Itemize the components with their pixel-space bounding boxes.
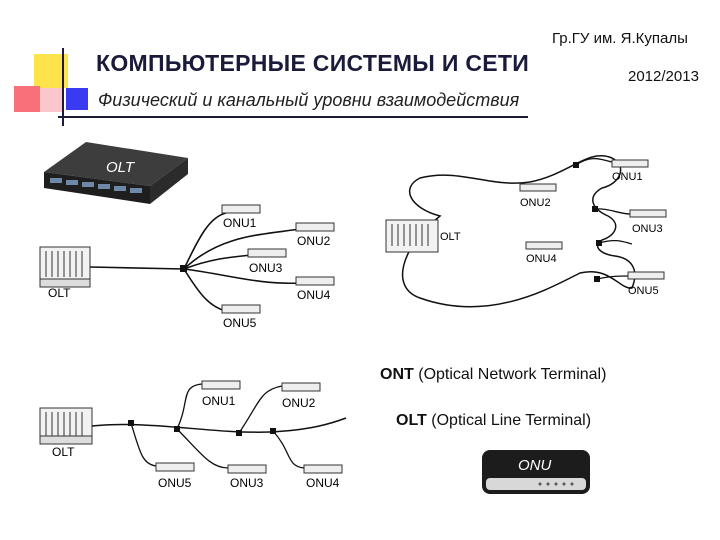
onu-icon (155, 462, 195, 472)
bus-onu-label: ONU4 (306, 476, 340, 490)
header-vertical-line (62, 48, 64, 126)
onu-icon (519, 183, 557, 192)
olt-abbr: OLT (396, 412, 427, 429)
onu-icon (611, 159, 649, 168)
olt-icon (39, 246, 91, 288)
tree-onu-label: ONU4 (297, 288, 331, 302)
onu-icon (525, 241, 563, 250)
onu-photo-label: ONU (518, 457, 552, 474)
bus-onu-label: ONU2 (282, 396, 316, 410)
tree-onu-label: ONU3 (249, 261, 283, 275)
olt-definition: OLT (Optical Line Terminal) (396, 412, 591, 430)
ring-onu-label: ONU2 (520, 197, 551, 209)
ring-onu-label: ONU1 (612, 171, 643, 183)
tree-topology-diagram: OLT ONU1 ONU2 ONU3 ONU4 ONU5 (39, 204, 335, 330)
onu-icon (247, 248, 287, 258)
onu-icon (627, 271, 665, 280)
olt-fullname: (Optical Line Terminal) (431, 412, 592, 429)
olt-photo-label: OLT (106, 159, 136, 176)
olt-icon (39, 407, 93, 445)
ring-onu-label: ONU4 (526, 253, 557, 265)
tree-onu-label: ONU5 (223, 316, 257, 330)
onu-icon (303, 464, 343, 474)
onu-icon (281, 382, 321, 392)
onu-icon (221, 304, 261, 314)
ont-fullname: (Optical Network Terminal) (418, 366, 607, 383)
header-underline (58, 116, 528, 118)
onu-icon (629, 209, 667, 218)
tree-olt-label: OLT (48, 286, 71, 300)
bus-onu-label: ONU5 (158, 476, 192, 490)
ring-topology-diagram: OLT ONU1 ONU2 ONU3 ONU4 ONU5 (385, 155, 667, 308)
onu-icon (201, 380, 241, 390)
decor-pink-square (40, 88, 64, 112)
bus-onu-label: ONU1 (202, 394, 236, 408)
decor-blue-square (66, 88, 88, 110)
ont-abbr: ONT (380, 366, 414, 383)
onu-icon (295, 276, 335, 286)
ring-onu-label: ONU5 (628, 285, 659, 297)
onu-device-photo: ONU (482, 450, 590, 494)
onu-icon (295, 222, 335, 232)
ont-definition: ONT (Optical Network Terminal) (380, 366, 606, 384)
academic-year: 2012/2013 (628, 68, 699, 85)
olt-device-photo: OLT (44, 142, 188, 204)
tree-onu-label: ONU2 (297, 234, 331, 248)
page-title: КОМПЬЮТЕРНЫЕ СИСТЕМЫ И СЕТИ (96, 50, 530, 76)
tree-onu-label: ONU1 (223, 216, 257, 230)
ring-onu-label: ONU3 (632, 223, 663, 235)
bus-onu-label: ONU3 (230, 476, 264, 490)
bus-olt-label: OLT (52, 445, 75, 459)
olt-icon (385, 219, 439, 253)
bus-topology-diagram: OLT ONU1 ONU2 ONU5 ONU3 ONU4 (39, 380, 347, 490)
onu-icon (227, 464, 267, 474)
ring-olt-label: OLT (440, 231, 461, 243)
decor-red-square (14, 86, 40, 112)
onu-icon (221, 204, 261, 214)
page-subtitle: Физический и канальный уровни взаимодейс… (98, 90, 520, 110)
university-name: Гр.ГУ им. Я.Купалы (552, 30, 688, 47)
